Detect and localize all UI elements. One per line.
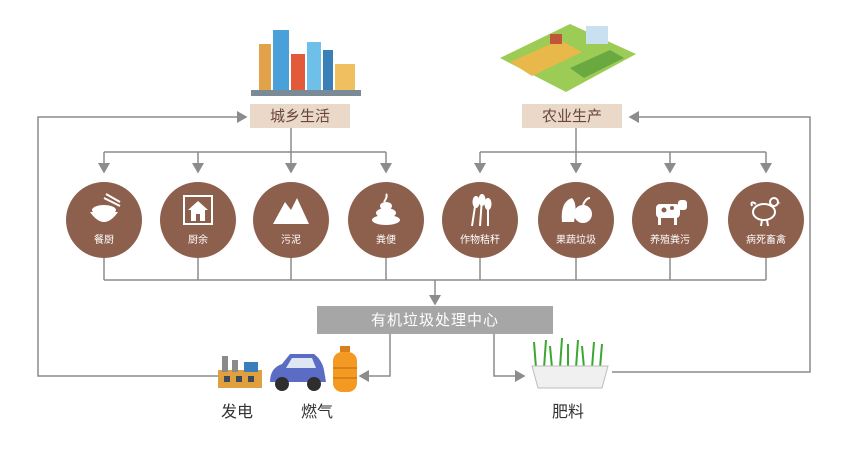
grass-planter-icon	[531, 338, 609, 389]
source-label: 厨余	[188, 235, 208, 246]
source-label: 养殖粪污	[650, 235, 690, 246]
source-label: 粪便	[376, 235, 396, 246]
house-icon	[183, 195, 213, 225]
source-circle-manure: 粪便	[348, 182, 424, 258]
manure-icon	[372, 193, 400, 225]
output-fertilizer-label: 肥料	[552, 402, 585, 421]
source-label: 污泥	[281, 235, 301, 246]
gas-cylinder-icon	[333, 346, 357, 392]
city-buildings-icon	[251, 30, 361, 96]
wheat-icon	[471, 194, 492, 227]
cow-icon	[656, 200, 687, 225]
agri-production-label: 农业生产	[522, 104, 622, 128]
source-circle-canteen: 餐厨	[66, 182, 142, 258]
farm-landscape-icon	[500, 24, 636, 92]
source-label: 作物秸秆	[460, 235, 500, 246]
chicken-icon	[750, 197, 781, 227]
output-gas-label: 燃气	[301, 402, 334, 421]
source-circle-dead-livestock: 病死畜禽	[728, 182, 804, 258]
source-circle-vegetable-waste: 果蔬垃圾	[538, 182, 614, 258]
car-icon	[270, 354, 326, 391]
factory-icon	[218, 356, 262, 388]
source-label: 餐厨	[94, 235, 114, 246]
rice-bowl-icon	[90, 193, 121, 222]
urban-life-label: 城乡生活	[250, 104, 350, 128]
output-power-label: 发电	[221, 402, 254, 421]
source-circle-sludge: 污泥	[253, 182, 329, 258]
source-label: 病死畜禽	[746, 235, 786, 246]
source-label: 果蔬垃圾	[556, 235, 596, 246]
vegetable-icon	[561, 197, 592, 223]
source-circle-livestock-manure: 养殖粪污	[632, 182, 708, 258]
source-circle-straw: 作物秸秆	[442, 182, 518, 258]
processing-center-box: 有机垃圾处理中心	[317, 306, 553, 334]
source-circle-kitchen: 厨余	[160, 182, 236, 258]
sludge-pile-icon	[273, 198, 309, 224]
